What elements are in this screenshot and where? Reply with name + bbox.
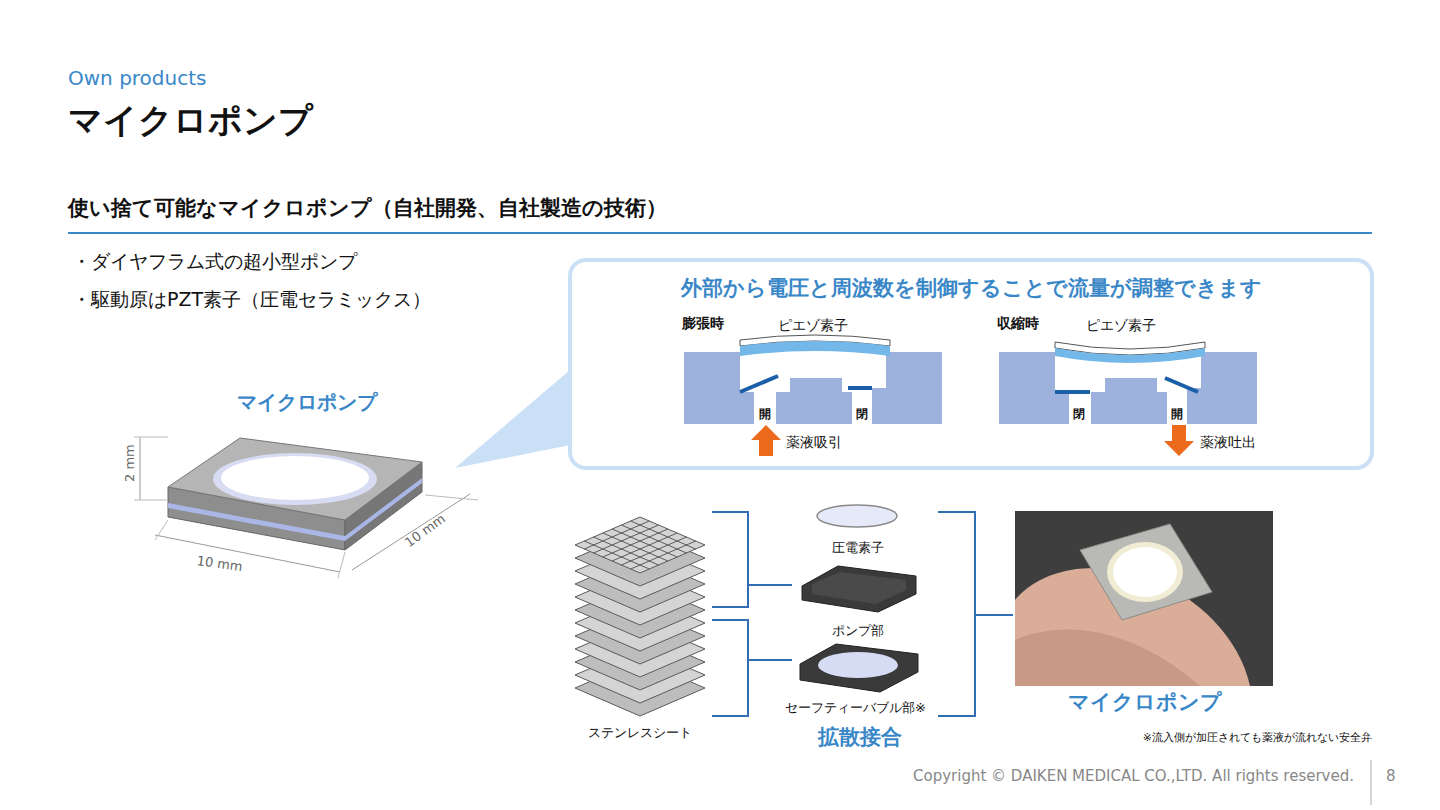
state-label: 膨張時 — [682, 315, 724, 332]
part-name: ピエゾ素子 — [778, 317, 848, 334]
panel-heading: 外部から電圧と周波数を制御することで流量が調整できます — [582, 274, 1360, 302]
part-name: ポンプ部 — [832, 623, 884, 639]
heading-rule — [68, 232, 1372, 234]
part-name: セーフティーバブル部※ — [785, 700, 926, 716]
flow-label: 薬液吐出 — [1200, 434, 1256, 451]
slide-title: マイクロポンプ — [68, 100, 313, 141]
bullet-text: ・ダイヤフラム式の超小型ポンプ — [72, 250, 357, 273]
pump-section-expand — [684, 335, 942, 456]
part-name: ステンレスシート — [588, 725, 692, 741]
footnote: ※流入側が加圧されても薬液が流れない安全弁 — [1143, 731, 1372, 744]
footer-divider — [1371, 760, 1372, 805]
pump-photo — [1015, 511, 1273, 686]
valve-state: 閉 — [1073, 407, 1085, 421]
process-label: 拡散接合 — [818, 725, 902, 750]
part-name: ピエゾ素子 — [1086, 317, 1156, 334]
flow-label: 薬液吸引 — [786, 434, 842, 451]
part-name: 圧電素子 — [832, 540, 884, 556]
figure-label: マイクロポンプ — [1068, 690, 1222, 715]
pump-section-contract — [999, 342, 1257, 456]
dimension: 2 mm — [122, 444, 138, 482]
valve-state: 開 — [1171, 407, 1183, 421]
exploded-parts — [800, 505, 918, 692]
section-kicker: Own products — [68, 66, 206, 90]
pump-3d — [134, 437, 478, 578]
callout-wedge — [455, 370, 570, 468]
dimension: 10 mm — [402, 511, 448, 551]
state-label: 収縮時 — [997, 315, 1039, 332]
valve-state: 開 — [759, 407, 771, 421]
copyright: Copyright © DAIKEN MEDICAL CO.,LTD. All … — [913, 767, 1354, 785]
page-number: 8 — [1386, 767, 1396, 785]
bracket-lines — [712, 512, 1013, 716]
figure-label: マイクロポンプ — [237, 390, 377, 414]
sheet-stack — [575, 517, 705, 716]
bullet-text: ・駆動原はPZT素子（圧電セラミックス） — [72, 288, 431, 311]
section-heading: 使い捨て可能なマイクロポンプ（自社開発、自社製造の技術） — [68, 196, 667, 221]
valve-state: 閉 — [856, 407, 868, 421]
dimension: 10 mm — [196, 553, 244, 575]
